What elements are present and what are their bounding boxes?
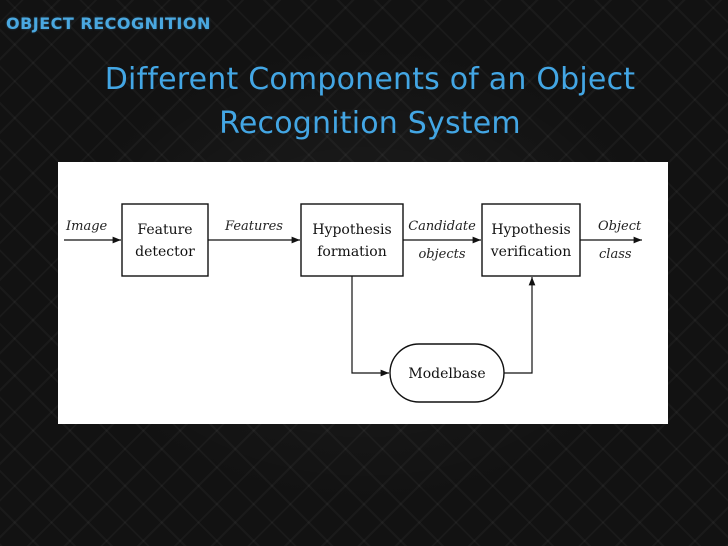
hypothesis-formation-box [300,203,404,277]
modelbase-label: Modelbase [408,366,485,382]
output-label-2: class [599,247,632,262]
candidate-label-1: Candidate [408,219,476,234]
diagram-canvas: Feature detector Hypothesis formation Hy… [64,203,642,403]
output-label-1: Object [598,219,642,234]
feature-detector-label-2: detector [135,244,195,260]
hypothesis-verification-box [481,203,581,277]
hypothesis-formation-label-2: formation [317,244,386,260]
candidate-label-2: objects [418,247,465,262]
feature-detector-box [121,203,209,277]
slide-title: Different Components of an Object Recogn… [40,58,700,146]
slide-title-line-2: Recognition System [219,106,521,141]
diagram-figure: Feature detector Hypothesis formation Hy… [58,162,668,424]
features-label: Features [224,219,283,234]
hypothesis-verification-label-1: Hypothesis [491,222,570,238]
slide-title-line-1: Different Components of an Object [104,62,636,97]
arrow-modelbase-to-verification [504,277,536,374]
input-label: Image [65,219,108,234]
hypothesis-formation-label-1: Hypothesis [312,222,391,238]
feature-detector-label-1: Feature [137,222,192,238]
section-label: OBJECT RECOGNITION [6,14,211,33]
arrow-formation-to-modelbase [351,276,389,377]
hypothesis-verification-label-2: verification [490,244,571,260]
